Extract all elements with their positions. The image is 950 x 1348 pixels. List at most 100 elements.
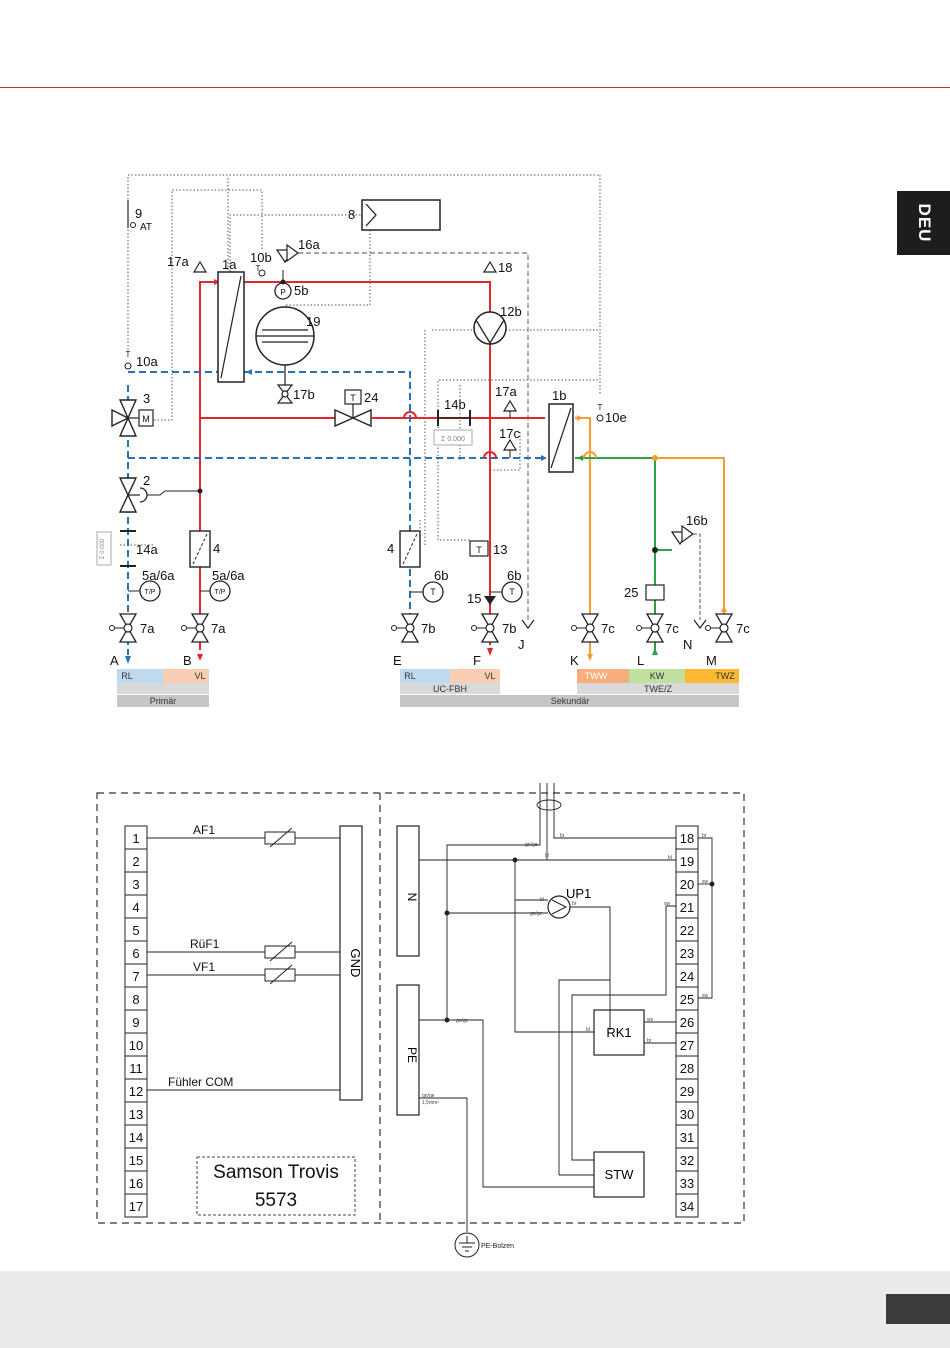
terminal-number: 16: [129, 1176, 143, 1191]
svg-text:bl: bl: [668, 855, 672, 861]
terminal-number: 1: [132, 831, 139, 846]
svg-text:bl: bl: [540, 897, 544, 903]
terminal-number: 26: [680, 1015, 694, 1030]
legend: [117, 669, 739, 707]
strainer-4-left: [189, 530, 211, 568]
sym-t-10b: T: [256, 264, 261, 273]
temp-sensors: [124, 269, 604, 422]
port-J: J: [518, 637, 525, 652]
svg-text:br: br: [647, 1038, 652, 1044]
pe-label: PE: [405, 1047, 419, 1063]
label-17a-left: 17a: [167, 254, 189, 269]
legend-rl-primary: RL: [121, 671, 133, 681]
valve-3: [111, 399, 154, 437]
air-vents: [192, 260, 518, 451]
label-25: 25: [624, 585, 638, 600]
label-af1: AF1: [193, 823, 215, 837]
label-6b-right: 6b: [507, 568, 521, 583]
label-10e: 10e: [605, 410, 627, 425]
label-5a6a-left: 5a/6a: [142, 568, 175, 583]
relief-16b-line: [693, 533, 701, 620]
label-13: 13: [493, 542, 507, 557]
meter-14b: [433, 410, 473, 446]
sensor-labels: AF1 RüF1 VF1 Fühler COM: [168, 823, 233, 1089]
terminal-number: 20: [680, 877, 694, 892]
legend-vl-primary: VL: [194, 671, 205, 681]
svg-text:1,5mm²: 1,5mm²: [422, 1100, 439, 1106]
wire-tags: gn/ge bl br bl gn/ge br sw gn/ge bl ws b…: [422, 833, 709, 1106]
label-7c-1: 7c: [601, 621, 615, 636]
port-L: L: [637, 653, 644, 668]
label-ruf1: RüF1: [190, 937, 220, 951]
language-tab[interactable]: DEU: [897, 191, 950, 255]
terminal-cell: [675, 1193, 699, 1218]
heat-exchanger-1a: [217, 271, 245, 383]
terminal-number: 17: [129, 1199, 143, 1214]
gnd-bar: [339, 825, 363, 1101]
page-footer: [0, 1271, 950, 1348]
pe-bolt: PE-Bolzen: [454, 1232, 514, 1258]
ball-valve-4: [471, 613, 500, 643]
label-17c: 17c: [499, 426, 520, 441]
terminal-number: 25: [680, 992, 694, 1007]
label-9: 9: [135, 206, 142, 221]
sigma-14a: Σ 0.000: [100, 538, 106, 559]
sym-t-10e: T: [598, 403, 603, 412]
svg-text:gn/ge: gn/ge: [456, 1018, 469, 1024]
legend-twz: TWZ: [715, 671, 735, 681]
label-17a-mid: 17a: [495, 384, 517, 399]
outdoor-sensor-9: [127, 200, 136, 228]
valve-24: [334, 389, 372, 428]
svg-text:gn/ge: gn/ge: [422, 1093, 435, 1099]
stw-box: [593, 1151, 645, 1198]
gauges: [139, 282, 523, 603]
label-7a-1: 7a: [140, 621, 155, 636]
cable-feed: [419, 783, 713, 1232]
terminal-number: 23: [680, 946, 694, 961]
svg-text:gn/ge: gn/ge: [530, 911, 543, 917]
terminal-number: 22: [680, 923, 694, 938]
label-7b-2: 7b: [502, 621, 516, 636]
legend-primar: Primär: [150, 696, 177, 706]
drains: [521, 619, 707, 629]
sensor-symbols: [264, 831, 296, 982]
sym-p: P: [280, 288, 285, 297]
terminal-number: 13: [129, 1107, 143, 1122]
check-valve-15: [484, 596, 496, 605]
port-N: N: [683, 637, 692, 652]
ball-valve-2: [181, 613, 210, 643]
rk1-box: [593, 1009, 645, 1056]
page-number-box: [886, 1294, 950, 1324]
symbol-letters: M T T P T/P T/P T T T T T Σ 0.000 Σ 0.00…: [100, 264, 603, 597]
terminal-number: 4: [132, 900, 139, 915]
sym-tp-right: T/P: [215, 589, 226, 596]
svg-text:sw: sw: [702, 879, 709, 885]
ball-valve-5: [571, 613, 600, 643]
label-7a-2: 7a: [211, 621, 226, 636]
n-label: N: [405, 893, 419, 902]
device-box: [196, 1156, 356, 1216]
ball-valves: [109, 613, 734, 643]
legend-uc-fbh: UC-FBH: [433, 684, 467, 694]
sym-t-10a: T: [126, 350, 131, 359]
heat-exchanger-1b: [548, 403, 574, 473]
label-5b: 5b: [294, 283, 308, 298]
up1-label: UP1: [566, 886, 591, 901]
legend-vl-uc: VL: [484, 671, 495, 681]
label-19: 19: [306, 314, 320, 329]
terminal-number: 29: [680, 1084, 694, 1099]
terminal-number: 2: [132, 854, 139, 869]
terminal-cell: [124, 1193, 148, 1218]
label-3: 3: [143, 391, 150, 406]
port-E: E: [393, 653, 402, 668]
label-10b: 10b: [250, 250, 272, 265]
label-24: 24: [364, 390, 378, 405]
terminal-number: 19: [680, 854, 694, 869]
pe-bolzen-label: PE-Bolzen: [481, 1243, 514, 1250]
terminal-number: 11: [129, 1061, 143, 1076]
port-F: F: [473, 653, 481, 668]
legend-labels: RL VL Primär RL VL UC-FBH TWW KW TWZ TWE…: [121, 671, 735, 706]
label-10a: 10a: [136, 354, 158, 369]
ball-valve-1: [109, 613, 138, 643]
